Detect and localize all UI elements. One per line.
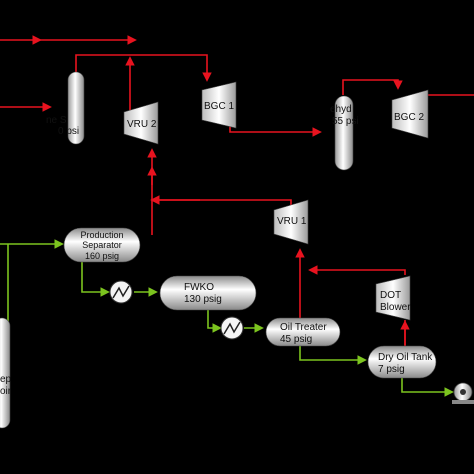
vru-1[interactable]: VRU 1 (273, 199, 309, 245)
gas-line-vru1-to-header (150, 195, 292, 210)
dry-oil-tank-pressure: 7 psig (378, 364, 405, 375)
liquid-lines (0, 239, 454, 397)
bgc-2-name: BGC 2 (394, 112, 424, 123)
gas-line-dehy-to-bgc2 (342, 79, 403, 95)
gas-line-bgc1-to-dehy (229, 112, 322, 137)
vru-1-name: VRU 1 (277, 216, 307, 227)
production-separator-name-2: Separator (82, 240, 122, 250)
left-vessel-label: ep (0, 374, 12, 385)
bgc-2[interactable]: BGC 2 (391, 89, 429, 139)
production-separator[interactable]: Production Separator 160 psig (63, 227, 141, 263)
bgc-1[interactable]: BGC 1 (201, 81, 237, 129)
bgc-1-name: BGC 1 (204, 101, 234, 112)
oil-treater[interactable]: Oil Treater 45 psig (265, 317, 341, 347)
liquid-line-tank-to-pump (401, 378, 454, 397)
liquid-line-sep-to-valve1 (81, 262, 110, 297)
dot-blower-name-1: DOT (380, 290, 401, 301)
pump-icon[interactable] (452, 382, 474, 404)
vru-2-name: VRU 2 (127, 119, 157, 130)
control-valve-icon[interactable] (109, 280, 133, 304)
line-scrubber[interactable]: ne S 0 psi (46, 71, 85, 145)
oil-treater-pressure: 45 psig (280, 334, 312, 345)
dehydrator-pressure: 55 psi (332, 116, 359, 127)
dry-oil-tank[interactable]: Dry Oil Tank 7 psig (367, 345, 437, 379)
dot-blower-name-2: Blower (380, 302, 411, 313)
liquid-line-treater-to-tank (299, 345, 367, 365)
dry-oil-tank-name: Dry Oil Tank (378, 352, 433, 363)
line-scrubber-pressure: 0 psi (58, 126, 79, 137)
dot-blower[interactable]: DOT Blower (375, 275, 411, 321)
production-separator-name-1: Production (80, 230, 123, 240)
production-separator-pressure: 160 psig (85, 251, 119, 261)
fwko[interactable]: FWKO 130 psig (159, 275, 257, 311)
vru-2[interactable]: VRU 2 (123, 101, 159, 145)
gas-line-blower-to-vru1 (308, 265, 406, 275)
dehydrator-label: ehyd (330, 104, 352, 115)
line-scrubber-label: ne S (46, 115, 67, 126)
control-valve-icon[interactable] (220, 316, 244, 340)
fwko-name: FWKO (184, 282, 214, 293)
liquid-line-fwko-to-valve2 (207, 310, 222, 333)
gas-line-scrubber-to-bgc1 (75, 54, 212, 82)
fwko-pressure: 130 psig (184, 294, 222, 305)
oil-treater-name: Oil Treater (280, 322, 327, 333)
left-vessel[interactable]: ep oir (0, 317, 12, 429)
left-vessel-sublabel: oir (0, 386, 12, 397)
dehydrator[interactable]: ehyd 55 psi (330, 95, 359, 171)
